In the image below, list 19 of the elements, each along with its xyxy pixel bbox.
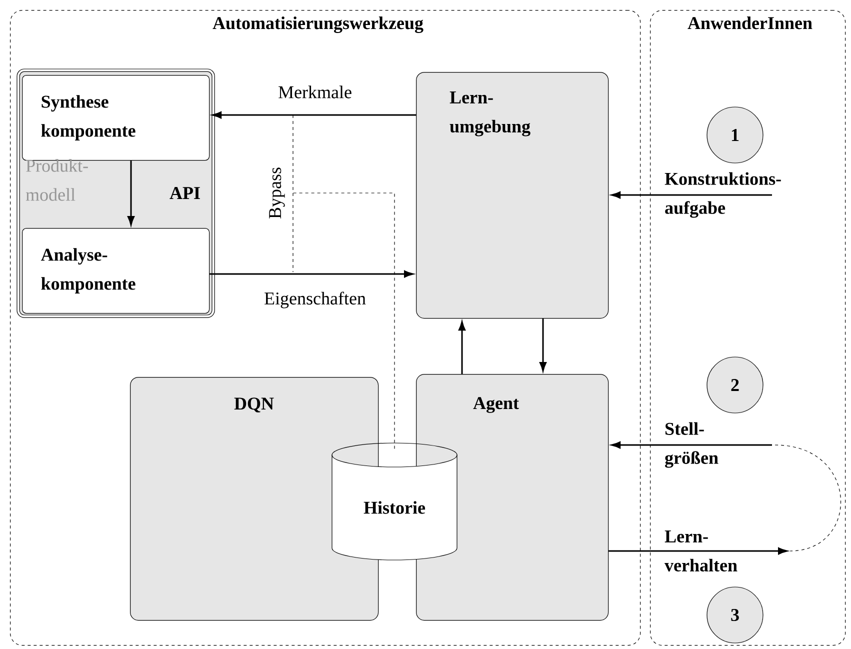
arrow — [212, 112, 416, 119]
arrow — [608, 548, 788, 555]
database-cylinder: Historie — [332, 442, 458, 560]
process-box: Lern-umgebung — [416, 72, 609, 319]
edge-label: Merkmale — [278, 86, 352, 98]
arrow — [128, 160, 135, 226]
arrow — [611, 442, 772, 449]
arrow — [540, 318, 547, 372]
edge-label: Bypass — [269, 168, 285, 218]
edge-label: Eigenschaften — [264, 292, 366, 308]
arrow — [611, 192, 772, 199]
edge-label: Konstruktions-aufgabe — [664, 172, 781, 218]
edge-label: Lern-verhalten — [664, 530, 738, 572]
edge-label: Stell-größen — [665, 422, 718, 468]
edge-label: Produkt-modell — [26, 159, 88, 201]
arrow — [210, 270, 414, 278]
component-box: Synthese komponente — [22, 75, 210, 161]
arrow — [458, 321, 466, 374]
component-box: Analyse-komponente — [22, 228, 210, 314]
